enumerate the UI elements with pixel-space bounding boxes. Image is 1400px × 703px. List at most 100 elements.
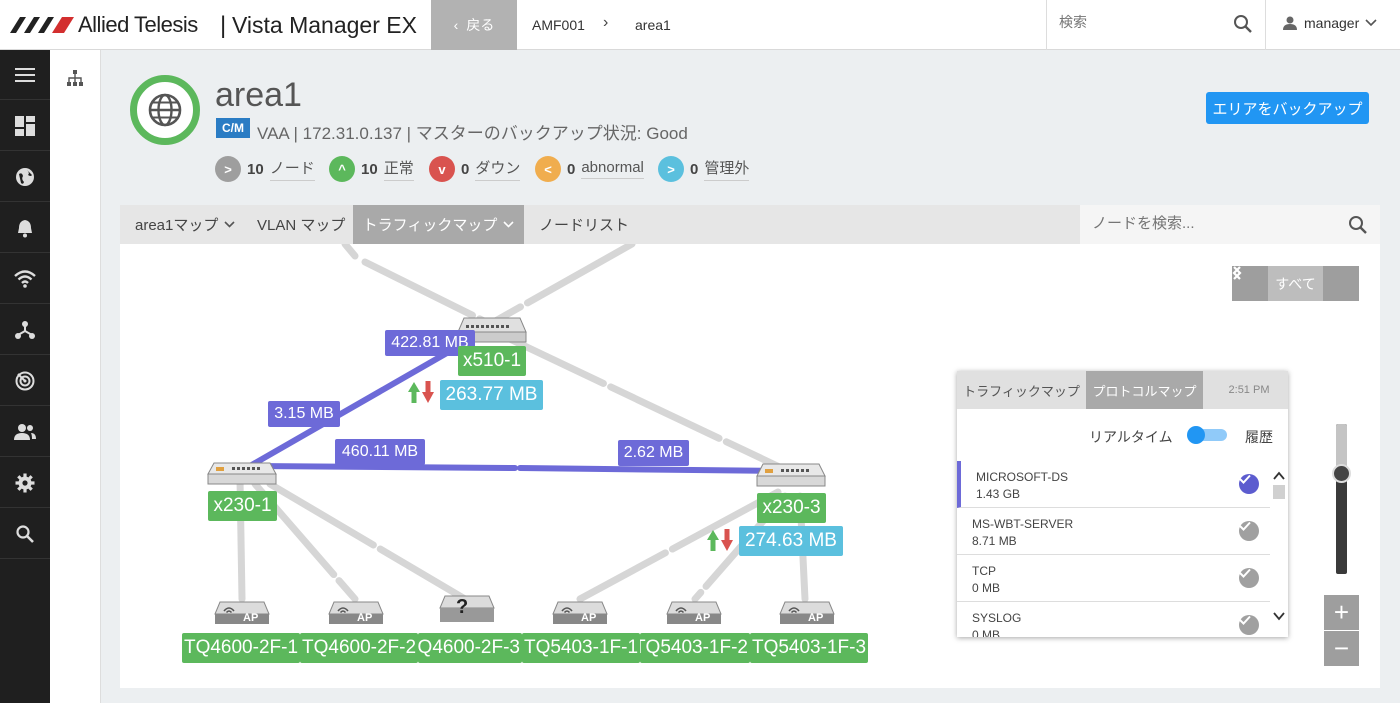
stat-label: abnormal bbox=[581, 159, 644, 179]
protocol-name: MICROSOFT-DS bbox=[976, 470, 1068, 484]
tab-label: VLAN マップ bbox=[257, 217, 346, 234]
protocol-list-scrollbar[interactable] bbox=[1270, 461, 1288, 633]
radar-icon[interactable] bbox=[0, 356, 50, 406]
search-icon[interactable] bbox=[1233, 14, 1253, 34]
user-icon bbox=[1283, 16, 1297, 30]
check-circle-icon[interactable] bbox=[1239, 615, 1259, 635]
users-icon[interactable] bbox=[0, 407, 50, 457]
backup-area-button[interactable]: エリアをバックアップ bbox=[1206, 92, 1369, 124]
stat-normal[interactable]: ^ 10 正常 bbox=[329, 156, 414, 182]
globe-icon[interactable] bbox=[0, 152, 50, 202]
switch-icon bbox=[756, 463, 826, 487]
ap-label[interactable]: TQ5403-1F-3 bbox=[750, 633, 868, 663]
sidebar-search-icon[interactable] bbox=[0, 509, 50, 559]
breadcrumb-amf[interactable]: AMF001 bbox=[532, 17, 585, 33]
node-label-x230-1[interactable]: x230-1 bbox=[208, 491, 277, 521]
stat-label: ノード bbox=[269, 157, 315, 181]
protocol-panel: トラフィックマップ プロトコルマップ 2:51 PM リアルタイム 履歴 MIC… bbox=[957, 371, 1288, 637]
stat-count: 10 bbox=[247, 160, 264, 178]
hierarchy-icon[interactable] bbox=[67, 70, 83, 86]
protocol-item[interactable]: MICROSOFT-DS 1.43 GB bbox=[957, 461, 1270, 508]
stat-count: 10 bbox=[361, 160, 378, 178]
map-pager: すべて bbox=[1232, 266, 1359, 301]
protocol-name: SYSLOG bbox=[972, 611, 1022, 625]
allied-telesis-logo[interactable]: Allied Telesis bbox=[10, 10, 220, 40]
stat-abnormal[interactable]: < 0 abnormal bbox=[535, 156, 644, 182]
stat-nodes[interactable]: > 10 ノード bbox=[215, 156, 315, 182]
tab-traffic-map[interactable]: トラフィックマップ bbox=[353, 205, 524, 244]
stat-label: 正常 bbox=[383, 157, 414, 181]
zoom-in-button[interactable]: + bbox=[1324, 595, 1359, 630]
tab-protocol-map[interactable]: プロトコルマップ bbox=[1086, 371, 1203, 409]
history-label: 履歴 bbox=[1245, 429, 1273, 445]
stat-label: ダウン bbox=[475, 157, 521, 181]
access-point-icon bbox=[666, 601, 722, 624]
all-button[interactable]: すべて bbox=[1268, 266, 1323, 301]
stat-count: 0 bbox=[567, 160, 576, 178]
ap-badge: AP bbox=[808, 612, 824, 624]
back-button[interactable]: ‹ 戻る bbox=[431, 0, 517, 50]
node-label-x230-3[interactable]: x230-3 bbox=[757, 493, 826, 523]
protocol-panel-tabs: トラフィックマップ プロトコルマップ 2:51 PM bbox=[957, 371, 1288, 409]
dashboard-icon[interactable] bbox=[0, 101, 50, 151]
alarm-bell-icon[interactable] bbox=[0, 203, 50, 253]
ap-badge: AP bbox=[581, 612, 597, 624]
chevron-right-icon: › bbox=[603, 14, 609, 31]
check-circle-icon[interactable] bbox=[1239, 474, 1259, 494]
realtime-toggle[interactable] bbox=[1187, 426, 1227, 444]
access-point-icon bbox=[779, 601, 835, 624]
link-ap bbox=[266, 480, 469, 603]
realtime-toggle-row: リアルタイム 履歴 bbox=[957, 423, 1288, 447]
link-traffic-label: 3.15 MB bbox=[268, 401, 340, 427]
protocol-item[interactable]: MS-WBT-SERVER 8.71 MB bbox=[957, 508, 1270, 555]
tab-vlan-map[interactable]: VLAN マップ bbox=[257, 205, 345, 244]
protocol-item[interactable]: SYSLOG 0 MB bbox=[957, 602, 1270, 637]
stat-down[interactable]: v 0 ダウン bbox=[429, 156, 521, 182]
ap-badge: AP bbox=[243, 612, 259, 624]
user-menu[interactable]: manager bbox=[1282, 15, 1377, 31]
protocol-value: 8.71 MB bbox=[972, 534, 1017, 548]
normal-status-icon: ^ bbox=[329, 156, 355, 182]
ap-badge: AP bbox=[357, 612, 373, 624]
unknown-mark: ? bbox=[456, 596, 469, 618]
ap-label[interactable]: TQ4600-2F-1 bbox=[182, 633, 300, 663]
check-circle-icon[interactable] bbox=[1239, 568, 1259, 588]
node-search-input[interactable] bbox=[1092, 215, 1332, 232]
ap-label[interactable]: TQ5403-1F-1 bbox=[522, 633, 640, 663]
map-tabs: area1マップ VLAN マップ トラフィックマップ ノードリスト bbox=[120, 205, 1380, 244]
topology-icon[interactable] bbox=[0, 305, 50, 355]
check-circle-icon[interactable] bbox=[1239, 521, 1259, 541]
link-upstream bbox=[486, 244, 636, 328]
zoom-out-button[interactable]: − bbox=[1324, 631, 1359, 666]
breadcrumb-area[interactable]: area1 bbox=[635, 17, 671, 33]
node-label-x510-1[interactable]: x510-1 bbox=[458, 346, 526, 376]
protocol-value: 1.43 GB bbox=[976, 487, 1021, 501]
global-search-input[interactable] bbox=[1059, 14, 1219, 30]
zoom-slider-handle[interactable] bbox=[1332, 464, 1351, 483]
stat-label: 管理外 bbox=[704, 157, 750, 181]
tab-area-map[interactable]: area1マップ bbox=[135, 205, 235, 244]
access-point-icon bbox=[214, 601, 270, 624]
chevron-down-icon bbox=[224, 221, 235, 228]
ap-label[interactable]: TQ4600-2F-3 bbox=[418, 633, 522, 663]
stat-count: 0 bbox=[690, 160, 699, 178]
chevron-right-icon[interactable] bbox=[1233, 266, 1359, 301]
tab-traffic-map-panel[interactable]: トラフィックマップ bbox=[963, 383, 1080, 399]
ap-label[interactable]: TQ5403-1F-2 bbox=[640, 633, 750, 663]
stat-unmanaged[interactable]: > 0 管理外 bbox=[658, 156, 750, 182]
area-subtitle: VAA | 172.31.0.137 | マスターのバックアップ状況: Good bbox=[257, 124, 688, 143]
traffic-map-canvas[interactable]: AP AP AP AP AP ? 422.81 MB 3.15 MB 460.1… bbox=[120, 244, 1380, 688]
wifi-icon[interactable] bbox=[0, 254, 50, 304]
tab-node-list[interactable]: ノードリスト bbox=[539, 205, 629, 244]
ap-label[interactable]: TQ4600-2F-2 bbox=[300, 633, 418, 663]
traffic-arrows-icon bbox=[707, 529, 733, 551]
menu-icon[interactable] bbox=[0, 50, 50, 100]
search-icon[interactable] bbox=[1348, 215, 1368, 235]
link-upstream bbox=[341, 244, 359, 260]
zoom-slider[interactable] bbox=[1336, 424, 1347, 574]
protocol-item[interactable]: TCP 0 MB bbox=[957, 555, 1270, 602]
settings-icon[interactable] bbox=[0, 458, 50, 508]
link-ap bbox=[576, 488, 782, 603]
panel-timestamp: 2:51 PM bbox=[1228, 384, 1270, 396]
chevron-down-icon bbox=[503, 221, 514, 228]
